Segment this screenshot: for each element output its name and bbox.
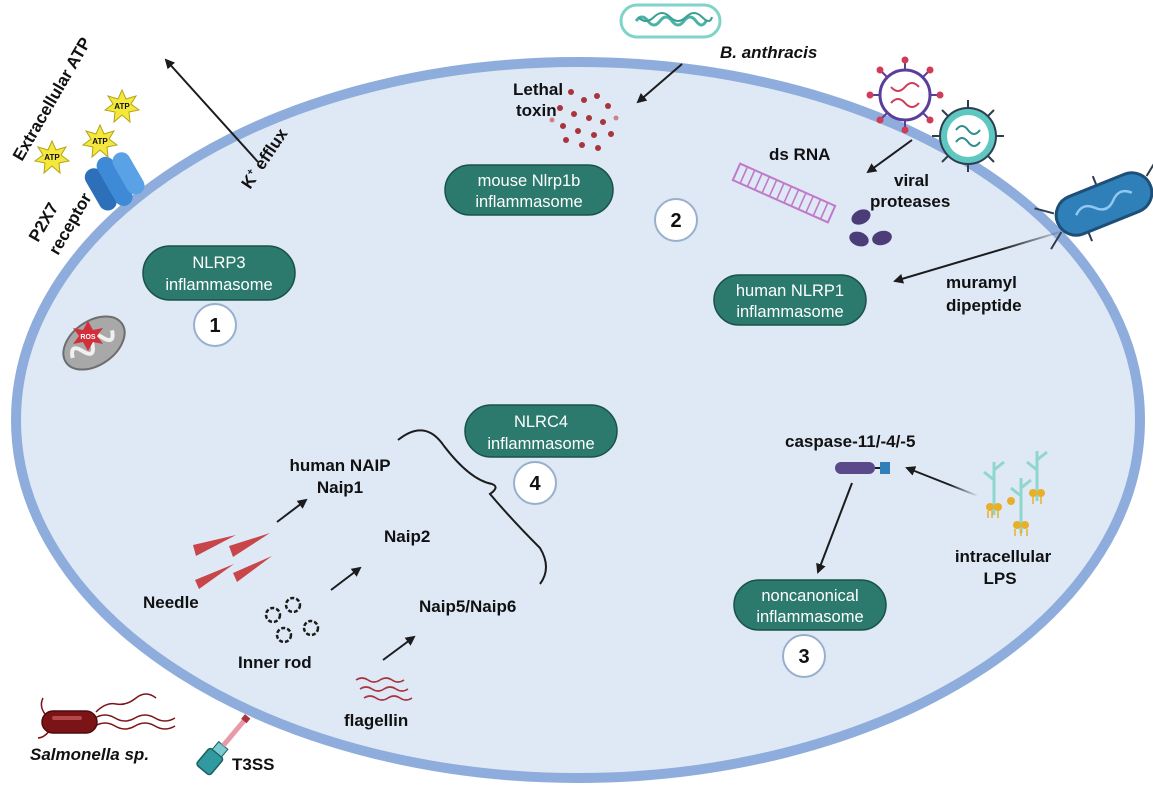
caspase-protein-icon xyxy=(835,462,890,474)
svg-text:1: 1 xyxy=(209,315,220,337)
nlrp3-inflammasome-pill: NLRP3 inflammasome xyxy=(142,245,296,301)
flagellin-arrow xyxy=(382,635,416,661)
lethal-toxin-label-line2: toxin xyxy=(516,101,557,120)
noncanonical-label-line2: inflammasome xyxy=(756,608,863,626)
t3ss-injector-icon xyxy=(196,714,251,776)
svg-text:2: 2 xyxy=(670,210,681,232)
nlrp3-number-badge: 1 xyxy=(193,303,237,347)
noncanonical-number-badge: 3 xyxy=(782,634,826,678)
k-efflux-arrow xyxy=(164,58,259,163)
inner-rod-label: Inner rod xyxy=(238,653,312,672)
intracellular-lps-label-line1: intracellular xyxy=(955,547,1052,566)
flagellin-label: flagellin xyxy=(344,711,408,730)
mouse-nlrp1b-label-line2: inflammasome xyxy=(475,193,582,211)
needle-arrow xyxy=(276,498,308,523)
mouse-nlrp1b-label-line1: mouse Nlrp1b xyxy=(478,172,581,190)
human-nlrp1-label-line2: inflammasome xyxy=(736,303,843,321)
viral-proteases-label-line1: viral xyxy=(894,171,929,190)
mouse-nlrp1b-inflammasome-pill: mouse Nlrp1b inflammasome xyxy=(444,164,614,216)
bacterium-mdp-icon xyxy=(1034,158,1153,250)
ds-rna-icon xyxy=(731,162,837,224)
caspase-label: caspase-11/-4/-5 xyxy=(785,432,915,451)
salmonella-label: Salmonella sp. xyxy=(30,745,149,764)
naip2-label: Naip2 xyxy=(384,527,430,546)
human-nlrp1-label-line1: human NLRP1 xyxy=(736,282,844,300)
muramyl-label-line1: muramyl xyxy=(946,273,1017,292)
nlrc4-label-line1: NLRC4 xyxy=(514,413,568,431)
atp-label: ATP xyxy=(114,102,130,111)
lps-arrow xyxy=(905,466,979,497)
b-anthracis-bacterium-icon xyxy=(619,3,722,39)
b-anthracis-label: B. anthracis xyxy=(720,43,817,62)
ros-label: ROS xyxy=(80,334,96,341)
virus-arrow xyxy=(866,139,913,174)
human-nlrp1-inflammasome-pill: human NLRP1 inflammasome xyxy=(713,274,867,326)
nlrp1b-number-badge: 2 xyxy=(654,198,698,242)
naip5-naip6-label: Naip5/Naip6 xyxy=(419,597,516,616)
inner-rod-protein-icon xyxy=(264,596,320,644)
viral-proteases-label-line2: proteases xyxy=(870,192,950,211)
lethal-toxin-label-line1: Lethal xyxy=(513,80,563,99)
needle-label: Needle xyxy=(143,593,199,612)
muramyl-label-line2: dipeptide xyxy=(946,296,1022,315)
t3ss-label: T3SS xyxy=(232,755,275,774)
naip-bracket-line xyxy=(397,429,547,585)
flagellin-protein-icon xyxy=(355,677,413,701)
nlrc4-inflammasome-pill: NLRC4 inflammasome xyxy=(464,404,618,458)
ros-icon: ROS xyxy=(73,321,103,351)
nlrc4-number-badge: 4 xyxy=(513,461,557,505)
noncanonical-label-line1: noncanonical xyxy=(761,587,858,605)
viral-proteases-icon xyxy=(849,209,892,247)
svg-text:3: 3 xyxy=(798,646,809,668)
atp-label: ATP xyxy=(92,137,108,146)
svg-text:4: 4 xyxy=(529,473,541,495)
muramyl-dipeptide-arrow xyxy=(893,231,1061,284)
nlrp3-label-line1: NLRP3 xyxy=(192,254,245,272)
human-naip-label: human NAIP xyxy=(289,456,390,475)
ds-rna-label: ds RNA xyxy=(769,145,830,164)
atp-label: ATP xyxy=(44,153,60,162)
intracellular-lps-label-line2: LPS xyxy=(983,569,1016,588)
lethal-toxin-particles-icon xyxy=(549,89,619,151)
salmonella-bacterium-icon xyxy=(37,693,176,739)
noncanonical-inflammasome-pill: noncanonical inflammasome xyxy=(733,579,887,631)
p2x7-receptor-icon xyxy=(84,152,145,211)
atp-molecule-icon: ATP xyxy=(33,139,71,175)
nlrp3-label-line2: inflammasome xyxy=(165,276,272,294)
b-anthracis-arrow xyxy=(636,63,683,104)
needle-protein-icon xyxy=(193,533,272,589)
inner-rod-arrow xyxy=(330,566,362,591)
virus-icon xyxy=(866,56,944,134)
atp-molecule-icon: ATP xyxy=(103,88,141,124)
lps-molecule-icon xyxy=(983,450,1048,536)
caspase-arrow xyxy=(816,482,853,574)
virus-icon xyxy=(932,100,1004,172)
naip1-label: Naip1 xyxy=(317,478,363,497)
nlrc4-label-line2: inflammasome xyxy=(487,435,594,453)
atp-molecule-icon: ATP xyxy=(81,123,119,159)
